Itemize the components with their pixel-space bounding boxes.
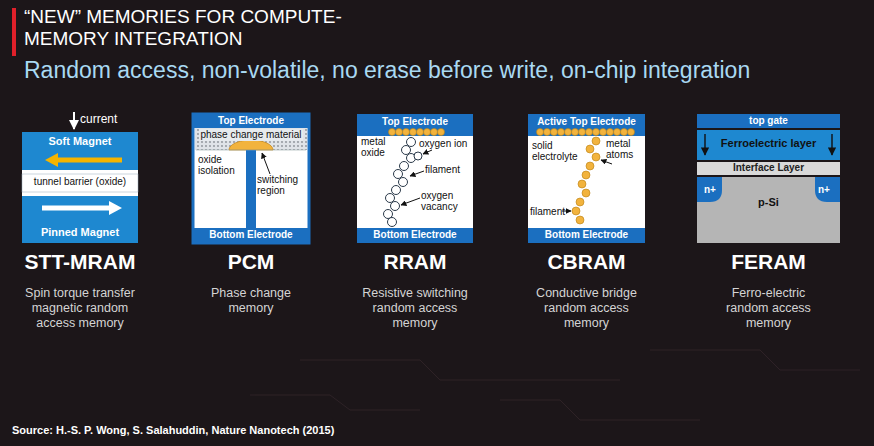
electrode-layer: Bottom Electrode xyxy=(193,228,309,243)
device-description: Spin torque transfer magnetic random acc… xyxy=(24,286,136,331)
device-description: Conductive bridge random access memory xyxy=(531,286,643,331)
magnet-layer: Pinned Magnet xyxy=(22,196,138,243)
rram-figure xyxy=(357,114,473,243)
gate-layer: top gate xyxy=(697,114,840,128)
device-name: RRAM xyxy=(335,250,495,274)
part-label: Bottom Electrode xyxy=(357,229,473,241)
part-label: Interface Layer xyxy=(697,162,840,174)
device-name: CBRAM xyxy=(507,250,667,274)
part-label: filament xyxy=(530,206,570,217)
memory-cell-figure: Active Top ElectrodeBottom Electrode soli… xyxy=(528,114,645,243)
part-label: p-Si xyxy=(747,196,790,209)
subtitle: Random access, non-volatile, no erase be… xyxy=(24,57,870,83)
part-label: Active Top Electrode xyxy=(528,116,645,128)
part-label: Top Electrode xyxy=(357,116,473,128)
device-name: STT-MRAM xyxy=(0,250,160,274)
source-note: Source: H.-S. P. Wong, S. Salahuddin, Na… xyxy=(12,424,512,437)
part-label: switching region xyxy=(257,174,307,196)
memory-cell-figure: Soft Magnet tunnel barrier (oxide) Pinned … xyxy=(22,132,138,243)
device-description: Phase change memory xyxy=(195,286,307,316)
part-label: n+ xyxy=(704,184,722,196)
part-label: Soft Magnet xyxy=(22,135,138,148)
part-label: top gate xyxy=(697,115,840,127)
memory-cell-figure: top gateFerroelectric layerInterface Lay… xyxy=(697,114,840,243)
part-label: current xyxy=(80,113,140,127)
slide-title: “NEW” MEMORIES FOR COMPUTE-MEMORY INTEGR… xyxy=(24,6,354,50)
part-label: oxide isolation xyxy=(198,154,244,176)
part-label: metal atoms xyxy=(606,138,643,160)
interface-layer: Interface Layer xyxy=(697,162,840,175)
magnet-layer: Soft Magnet xyxy=(22,132,138,170)
part-label: filament xyxy=(425,164,471,175)
part-label: phase change material xyxy=(199,129,303,141)
part-label: oxygen vacancy xyxy=(421,190,471,212)
part-label: Ferroelectric layer xyxy=(697,137,840,150)
feram-figure xyxy=(697,114,840,243)
electrode-layer: Top Electrode xyxy=(357,114,473,136)
stt-mram-figure xyxy=(22,112,138,243)
tunnel-barrier: tunnel barrier (oxide) xyxy=(22,174,138,192)
pcm-figure xyxy=(193,114,309,243)
device-description: Resistive switching random access memory xyxy=(359,286,471,331)
part-label: solid electrolyte xyxy=(532,140,582,162)
electrode-layer: Top Electrode xyxy=(193,114,309,128)
accent-bar xyxy=(12,8,16,56)
device-description: Ferro-electric random access memory xyxy=(713,286,825,331)
part-label: n+ xyxy=(818,184,836,196)
electrode-layer: Bottom Electrode xyxy=(357,228,473,243)
part-label: Bottom Electrode xyxy=(528,229,645,241)
part-label: Pinned Magnet xyxy=(22,226,138,239)
device-name: FERAM xyxy=(689,250,849,274)
electrode-layer: Bottom Electrode xyxy=(528,228,645,243)
part-label: oxygen ion xyxy=(419,138,473,149)
cbram-figure xyxy=(528,114,645,243)
memory-cell-figure: Top ElectrodeBottom Electrode phase chang… xyxy=(193,114,309,243)
memory-cell-figure: Top ElectrodeBottom Electrode metal oxide… xyxy=(357,114,473,243)
device-name: PCM xyxy=(171,250,331,274)
part-label: tunnel barrier (oxide) xyxy=(22,176,138,188)
electrode-layer: Active Top Electrode xyxy=(528,114,645,136)
part-label: Top Electrode xyxy=(193,115,309,127)
part-label: metal oxide xyxy=(361,136,399,158)
background-texture xyxy=(250,350,860,420)
part-label: Bottom Electrode xyxy=(193,229,309,241)
ferroelectric-layer: Ferroelectric layer xyxy=(697,130,840,160)
